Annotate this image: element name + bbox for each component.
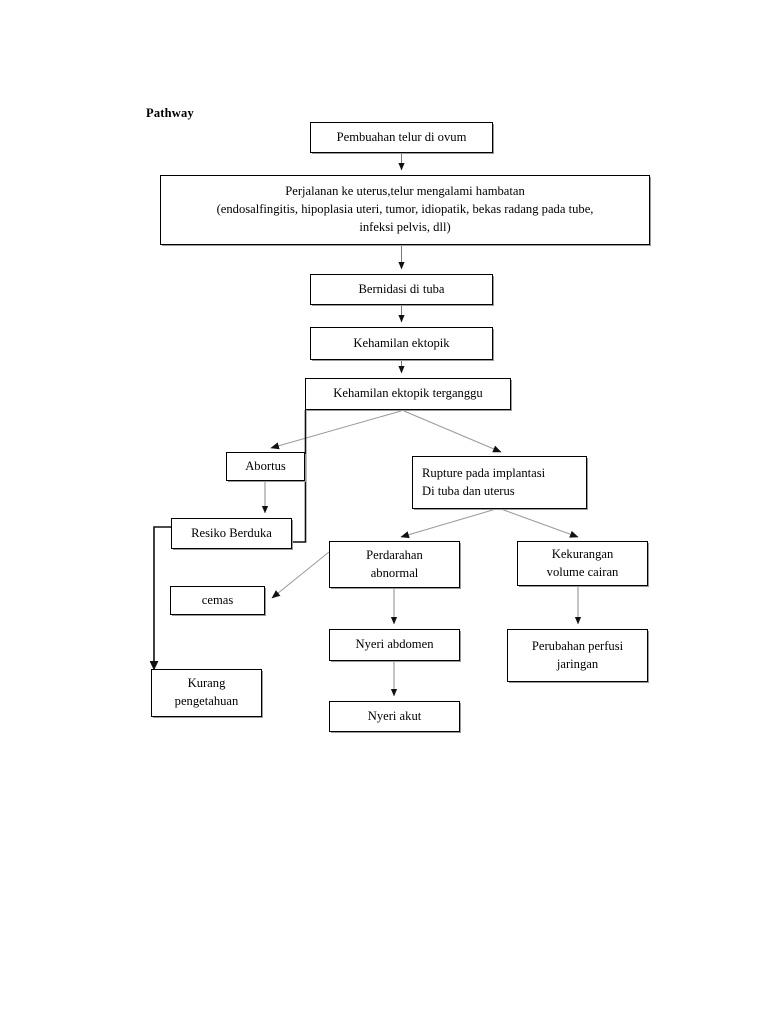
node-label: Kehamilan ektopik terganggu	[333, 386, 483, 401]
node-resiko-berduka[interactable]: Resiko Berduka	[171, 518, 293, 550]
edge-rupture-to-perdarahan	[400, 508, 497, 539]
node-kehamilan-ektopik-terganggu[interactable]: Kehamilan ektopik terganggu	[305, 378, 512, 411]
node-kehamilan-ektopik[interactable]: Kehamilan ektopik	[310, 327, 494, 361]
page-title: Pathway	[146, 106, 194, 120]
node-pembuahan-telur-di-ovum[interactable]: Pembuahan telur di ovum	[310, 122, 494, 154]
edge-terganggu-to-abortus	[270, 410, 402, 450]
node-label: Pembuahan telur di ovum	[336, 129, 467, 144]
node-label: Abortus	[245, 458, 286, 473]
node-kurang-pengetahuan[interactable]: Kurang pengetahuan	[151, 669, 263, 718]
node-label: Perubahan perfusi jaringan	[531, 638, 624, 671]
node-label: Rupture pada implantasi Di tuba dan uter…	[422, 465, 546, 498]
node-label: Resiko Berduka	[191, 525, 272, 540]
node-abortus[interactable]: Abortus	[226, 452, 306, 482]
node-cemas[interactable]: cemas	[170, 586, 266, 616]
node-nyeri-akut[interactable]: Nyeri akut	[329, 701, 461, 733]
node-kekurangan-volume-cairan[interactable]: Kekurangan volume cairan	[517, 541, 649, 587]
edge-resiko-berduka-to-kurang-pengetahuan	[153, 526, 171, 665]
node-label: Kurang pengetahuan	[174, 676, 239, 708]
node-label: Nyeri abdomen	[355, 637, 434, 652]
node-perjalanan-ke-uterus[interactable]: Perjalanan ke uterus,telur mengalami ham…	[160, 175, 651, 246]
node-label: Perdarahan abnormal	[366, 547, 423, 580]
edge-rupture-to-kekurangan	[500, 508, 579, 538]
node-label: Bernidasi di tuba	[358, 281, 445, 296]
node-label: Kekurangan volume cairan	[546, 546, 619, 579]
node-label: Nyeri akut	[367, 708, 422, 723]
edge-terganggu-to-rupture	[403, 410, 502, 453]
node-perdarahan-abnormal[interactable]: Perdarahan abnormal	[329, 541, 461, 589]
node-label: Perjalanan ke uterus,telur mengalami ham…	[216, 184, 594, 234]
node-nyeri-abdomen[interactable]: Nyeri abdomen	[329, 629, 461, 662]
node-label: Kehamilan ektopik	[353, 335, 450, 350]
node-label: cemas	[201, 592, 234, 607]
edge-perdarahan-to-cemas	[271, 551, 330, 599]
node-rupture-pada-implantasi[interactable]: Rupture pada implantasi Di tuba dan uter…	[412, 456, 588, 510]
node-bernidasi-di-tuba[interactable]: Bernidasi di tuba	[310, 274, 494, 306]
node-perubahan-perfusi-jaringan[interactable]: Perubahan perfusi jaringan	[507, 629, 649, 683]
